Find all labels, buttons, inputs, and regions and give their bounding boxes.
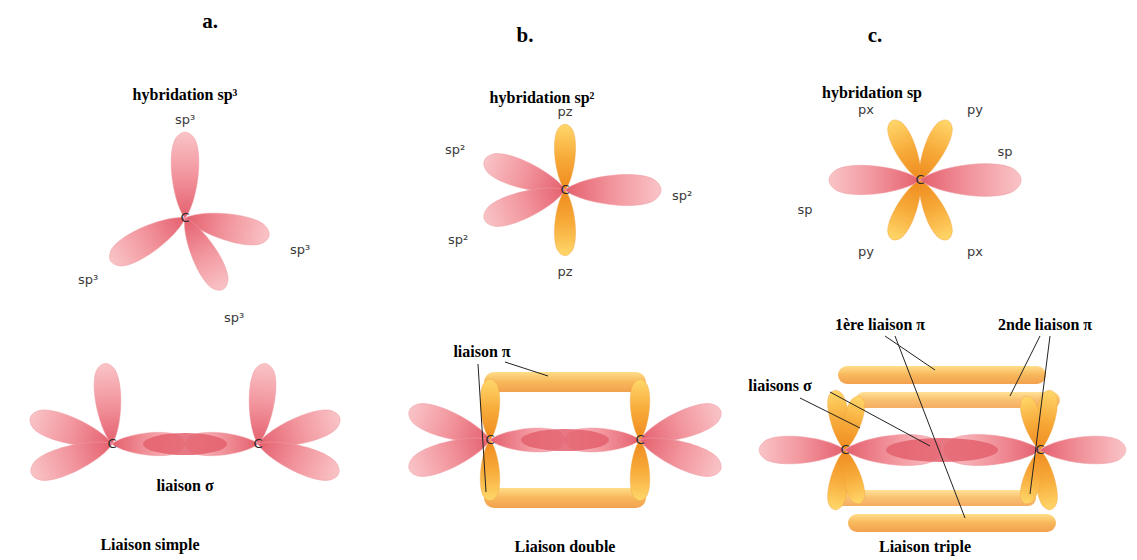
bond-label: 1ère liaison π bbox=[835, 316, 925, 334]
carbon-label: C bbox=[635, 433, 644, 447]
sp-lobe bbox=[920, 164, 1021, 197]
sp3-lobe bbox=[104, 206, 192, 273]
orbital-label: sp² bbox=[672, 189, 692, 203]
bond-label: liaisons σ bbox=[748, 377, 811, 395]
leader-lines bbox=[478, 336, 1050, 518]
orbital-label: sp bbox=[997, 145, 1012, 159]
orbital-label: pz bbox=[557, 265, 572, 279]
sp-lobe bbox=[759, 436, 845, 464]
bond-label: 2nde liaison π bbox=[998, 316, 1092, 334]
hybridation-title: hybridation sp² bbox=[490, 89, 595, 107]
sp-lobe bbox=[1040, 436, 1126, 464]
leader-line bbox=[505, 362, 548, 376]
orbital-label: sp bbox=[797, 203, 812, 217]
bond-type-title: Liaison double bbox=[515, 538, 616, 556]
sp3-carbon bbox=[104, 132, 272, 295]
carbon-label: C bbox=[915, 173, 924, 187]
orbital-label: py bbox=[858, 245, 874, 259]
orbital-label: px bbox=[967, 245, 983, 259]
leader-line bbox=[1010, 336, 1040, 396]
hybridation-title: hybridation sp³ bbox=[133, 86, 238, 104]
orbital-label: pz bbox=[557, 105, 572, 119]
bond-type-title: Liaison triple bbox=[879, 538, 971, 556]
carbon-label: C bbox=[180, 211, 189, 225]
p-lobe bbox=[630, 379, 650, 440]
sp2-carbon bbox=[480, 124, 661, 255]
panel-letter: a. bbox=[202, 10, 218, 33]
triple-bond bbox=[759, 366, 1126, 532]
leader-line bbox=[895, 336, 965, 518]
carbon-label: C bbox=[485, 433, 494, 447]
pi-band bbox=[484, 488, 646, 508]
leader-line bbox=[830, 392, 930, 446]
panel-letter: b. bbox=[517, 24, 534, 47]
leader-line bbox=[1030, 336, 1050, 494]
sigma-overlap bbox=[143, 433, 227, 455]
orbital-label: sp³ bbox=[224, 311, 244, 325]
sp-lobe bbox=[829, 165, 920, 194]
sigma-overlap bbox=[521, 429, 609, 451]
orbital-label: sp² bbox=[445, 143, 465, 157]
carbon-label: C bbox=[840, 443, 849, 457]
orbital-label: sp² bbox=[448, 233, 468, 247]
sp3-lobe bbox=[27, 431, 117, 486]
sp2-lobe bbox=[405, 427, 495, 482]
orbital-label: sp³ bbox=[78, 273, 98, 287]
p-lobe bbox=[554, 124, 575, 190]
carbon-label: C bbox=[1035, 443, 1044, 457]
leader-line bbox=[478, 364, 486, 492]
carbon-label: C bbox=[253, 437, 262, 451]
hybridation-title: hybridation sp bbox=[822, 84, 922, 102]
bond-label: liaison π bbox=[453, 343, 510, 361]
orbital-label: sp³ bbox=[290, 243, 310, 257]
carbon-label: C bbox=[560, 183, 569, 197]
sp2-lobe bbox=[480, 177, 570, 232]
bond-type-title: Liaison simple bbox=[100, 536, 199, 554]
orbital-label: sp³ bbox=[175, 113, 195, 127]
p-lobe bbox=[554, 190, 575, 256]
double-bond bbox=[405, 372, 726, 508]
p-lobe bbox=[480, 379, 500, 440]
carbon-label: C bbox=[107, 437, 116, 451]
leader-line bbox=[800, 398, 860, 428]
panel-letter: c. bbox=[868, 24, 883, 47]
p-lobe bbox=[630, 440, 650, 501]
bond-label: liaison σ bbox=[156, 477, 213, 495]
orbital-label: px bbox=[858, 103, 874, 117]
single-bond bbox=[26, 362, 344, 486]
pi-band bbox=[848, 514, 1056, 532]
orbital-label: py bbox=[967, 103, 983, 117]
sp3-lobe bbox=[253, 431, 343, 486]
pi-band bbox=[484, 372, 646, 392]
leader-line bbox=[885, 336, 935, 370]
sp3-lobe bbox=[171, 132, 199, 218]
sp-carbon bbox=[829, 116, 1021, 244]
sp2-lobe bbox=[635, 427, 725, 482]
pi-band bbox=[838, 366, 1046, 384]
sp2-lobe bbox=[565, 175, 661, 206]
